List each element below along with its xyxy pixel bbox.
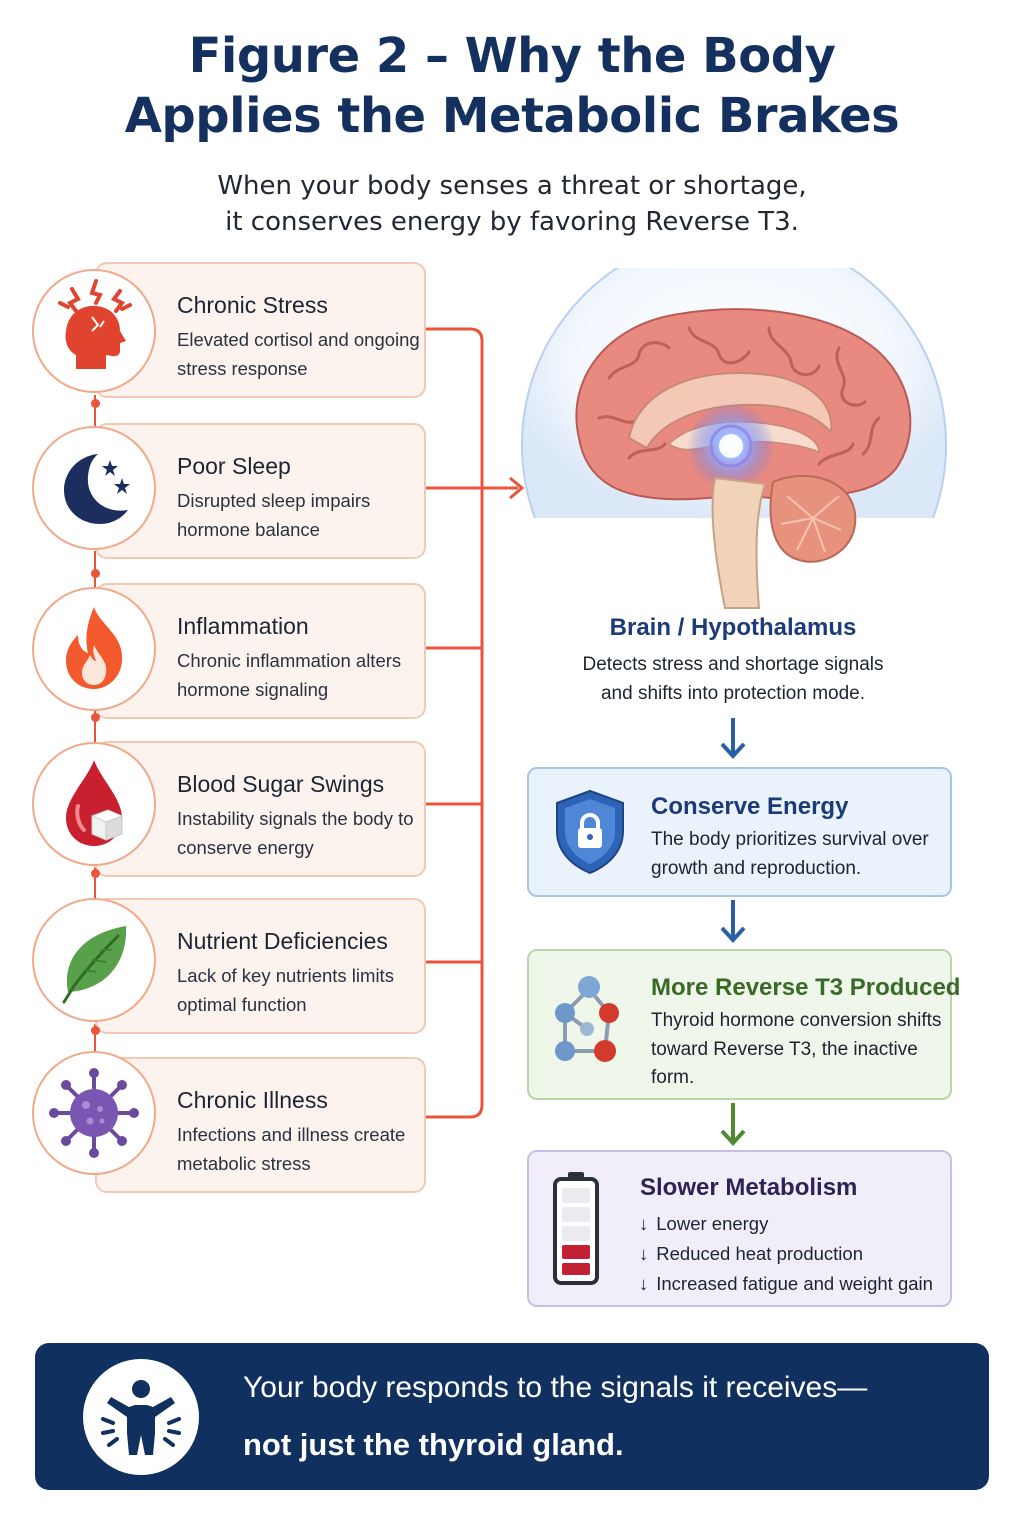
brain-title: Brain / Hypothalamus [609, 614, 857, 641]
moon-stars-icon [32, 426, 156, 550]
shield-lock-icon [556, 789, 624, 875]
step-reverse-t3: More Reverse T3 Produced Thyroid hormone… [527, 949, 960, 1100]
title-line-1: Figure 2 – Why the Body [188, 28, 836, 84]
subtitle-line-1: When your body senses a threat or shorta… [217, 171, 807, 201]
step-title: Slower Metabolism [640, 1174, 858, 1201]
blood-drop-sugar-cube-icon [32, 742, 156, 866]
flow-arrow-down-icon [720, 1103, 746, 1146]
connector-arrowhead [509, 476, 525, 500]
timeline-dot [91, 869, 100, 878]
trigger-title: Poor Sleep [177, 453, 291, 479]
trigger-title: Nutrient Deficiencies [177, 928, 388, 954]
brain-desc-line-2: and shifts into protection mode. [600, 683, 866, 704]
footer-banner: Your body responds to the signals it rec… [35, 1343, 989, 1490]
trigger-title: Inflammation [177, 613, 309, 639]
footer-text-line-1: Your body responds to the signals it rec… [243, 1371, 868, 1404]
step-desc: The body prioritizes survival over growt… [651, 829, 929, 879]
trigger-title: Blood Sugar Swings [177, 771, 385, 797]
list-item: ↓Reduced heat production [639, 1243, 863, 1264]
person-radiating-icon [83, 1359, 199, 1475]
flow-arrow-down-icon [720, 900, 746, 943]
flame-icon [32, 587, 156, 711]
footer-text-line-2: not just the thyroid gland. [243, 1427, 624, 1462]
trigger-card-chronic-illness: Chronic Illness Infections and illness c… [95, 1057, 426, 1193]
trigger-title: Chronic Illness [177, 1087, 328, 1113]
connector-trunk [426, 327, 484, 1119]
down-arrow-icon: ↓ [639, 1273, 649, 1294]
title-line-2: Applies the Metabolic Brakes [124, 88, 900, 144]
stressed-head-icon [32, 269, 156, 393]
timeline-dot [91, 569, 100, 578]
step-title: More Reverse T3 Produced [651, 974, 961, 1001]
brain-desc-line-1: Detects stress and shortage signals [582, 654, 884, 675]
trigger-desc: Disrupted sleep impairs hormone balance [177, 490, 371, 540]
list-item: ↓Increased fatigue and weight gain [639, 1273, 933, 1294]
trigger-desc: Instability signals the body to conserve… [177, 808, 414, 858]
trigger-desc: Infections and illness create metabolic … [177, 1124, 406, 1174]
timeline-dot [91, 713, 100, 722]
step-title: Conserve Energy [651, 793, 849, 820]
step-desc: Thyroid hormone conversion shifts toward… [651, 1010, 942, 1088]
brain-description: Detects stress and shortage signals and … [500, 650, 966, 708]
effects-list: ↓Lower energy ↓Reduced heat production ↓… [639, 1209, 933, 1299]
step-slower-metabolism: Slower Metabolism ↓Lower energy ↓Reduced… [527, 1150, 952, 1307]
down-arrow-icon: ↓ [639, 1213, 649, 1234]
page-subtitle: When your body senses a threat or shorta… [0, 168, 1024, 240]
list-item: ↓Lower energy [639, 1213, 769, 1234]
leaf-icon [32, 898, 156, 1022]
virus-icon [32, 1051, 156, 1175]
timeline-dot [91, 1026, 100, 1035]
low-battery-icon [553, 1172, 599, 1285]
subtitle-line-2: it conserves energy by favoring Reverse … [225, 207, 799, 237]
flow-arrow-down-icon [720, 718, 746, 759]
trigger-desc: Lack of key nutrients limits optimal fun… [177, 965, 394, 1015]
step-conserve-energy: Conserve Energy The body prioritizes sur… [527, 767, 952, 897]
brain-icon [519, 231, 949, 618]
trigger-title: Chronic Stress [177, 292, 328, 318]
trigger-desc: Chronic inflammation alters hormone sign… [177, 650, 402, 700]
page-title: Figure 2 – Why the Body Applies the Meta… [0, 26, 1024, 146]
down-arrow-icon: ↓ [639, 1243, 649, 1264]
timeline-dot [91, 399, 100, 408]
trigger-desc: Elevated cortisol and ongoing stress res… [177, 329, 420, 379]
molecule-icon [555, 976, 619, 1062]
